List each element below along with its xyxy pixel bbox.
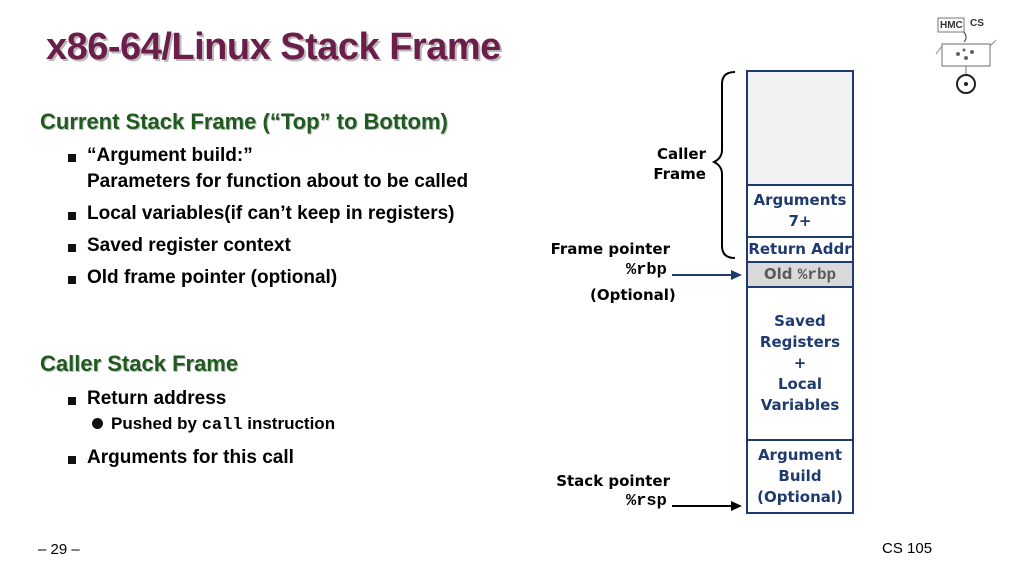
bullet-dot-icon — [92, 418, 103, 429]
current-frame-heading: Current Stack Frame (“Top” to Bottom) — [40, 109, 448, 134]
call-instruction-code: call — [201, 416, 243, 435]
caller-frame-brace-icon — [711, 71, 736, 259]
saved-cell-line2: Registers — [759, 333, 841, 351]
caller-frame-label-line1: Caller — [657, 145, 706, 163]
stack-pointer-label: Stack pointer — [556, 472, 670, 490]
frame-pointer-label: Frame pointer — [550, 240, 670, 258]
svg-text:CS: CS — [970, 18, 984, 29]
svg-text:HMC: HMC — [940, 20, 963, 31]
arguments-cell: Arguments 7+ — [746, 184, 854, 238]
pushed-by-text: Pushed by — [111, 414, 197, 433]
page-number: – 29 – — [38, 541, 80, 558]
hmc-cs-logo: HMC CS — [935, 17, 997, 94]
frame-pointer-arrow-icon — [672, 270, 742, 280]
caller-item-arguments: Arguments for this call — [87, 447, 294, 468]
old-rbp-register: %rbp — [797, 265, 837, 284]
arguments-cell-line1: Arguments — [753, 191, 847, 209]
argbuild-cell-line2: Build — [778, 467, 822, 485]
argbuild-cell-line3: (Optional) — [757, 488, 843, 506]
frame-pointer-optional-note: (Optional) — [590, 286, 676, 304]
stack-pointer-arrow-icon — [672, 501, 742, 511]
caller-frame-top-cell — [746, 70, 854, 186]
caller-frame-label-line2: Frame — [653, 165, 706, 183]
old-rbp-cell: Old %rbp — [746, 261, 854, 288]
bullet-square-icon — [68, 212, 76, 220]
current-item-saved-regs: Saved register context — [87, 235, 291, 256]
bullet-square-icon — [68, 456, 76, 464]
frame-pointer-register: %rbp — [626, 261, 667, 280]
bullet-square-icon — [68, 276, 76, 284]
current-item-old-fp: Old frame pointer (optional) — [87, 267, 338, 288]
arguments-cell-line2: 7+ — [788, 212, 812, 230]
saved-registers-locals-cell: Saved Registers + Local Variables — [746, 286, 854, 441]
saved-cell-line5: Variables — [760, 396, 840, 414]
caller-frame-heading: Caller Stack Frame — [40, 351, 239, 376]
bullet-square-icon — [68, 154, 76, 162]
caller-frame-label: Caller Frame — [640, 144, 706, 184]
bullet-square-icon — [68, 397, 76, 405]
caller-item-return-address: Return address — [87, 388, 227, 409]
saved-cell-line4: Local — [777, 375, 822, 393]
saved-cell-line1: Saved — [774, 312, 826, 330]
caller-subitem-pushed-by: Pushed by call instruction — [111, 414, 335, 435]
stack-pointer-register: %rsp — [626, 492, 667, 511]
argbuild-cell-line1: Argument — [757, 446, 843, 464]
slide-title: x86-64/Linux Stack Frame — [46, 26, 501, 68]
current-item-local-vars: Local variables(if can’t keep in registe… — [87, 203, 455, 224]
course-label: CS 105 — [882, 540, 933, 557]
bullet-square-icon — [68, 244, 76, 252]
instruction-text: instruction — [247, 414, 336, 433]
saved-cell-line3: + — [793, 354, 807, 372]
old-rbp-prefix: Old — [763, 264, 793, 283]
return-addr-cell: Return Addr — [746, 236, 854, 263]
current-item-argument-build: “Argument build:” — [87, 145, 253, 166]
argument-build-cell: Argument Build (Optional) — [746, 439, 854, 514]
current-item-argument-build-desc: Parameters for function about to be call… — [87, 171, 469, 192]
